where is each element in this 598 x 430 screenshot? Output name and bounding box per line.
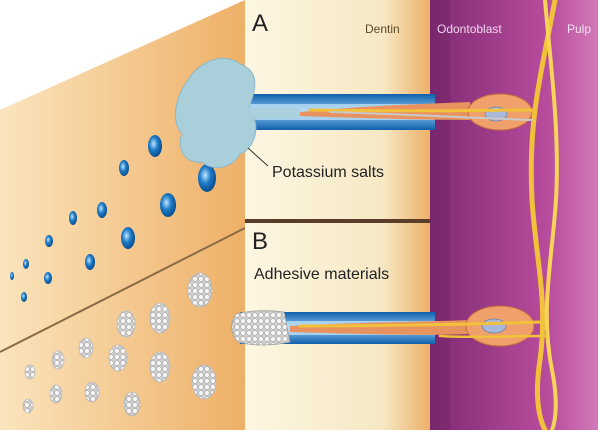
dentin-layer	[245, 0, 430, 430]
odontoblast-layer	[430, 0, 450, 430]
panel-letter-b: B	[252, 228, 268, 256]
region-label-pulp: Pulp	[567, 22, 591, 36]
pulp-layer	[430, 0, 598, 430]
region-label-odontoblast: Odontoblast	[437, 22, 502, 36]
adhesive-materials-label: Adhesive materials	[254, 266, 389, 284]
region-label-dentin: Dentin	[365, 22, 400, 36]
adhesive-plug	[232, 311, 290, 345]
panel-letter-a: A	[252, 10, 268, 38]
potassium-salts-label: Potassium salts	[272, 164, 384, 182]
